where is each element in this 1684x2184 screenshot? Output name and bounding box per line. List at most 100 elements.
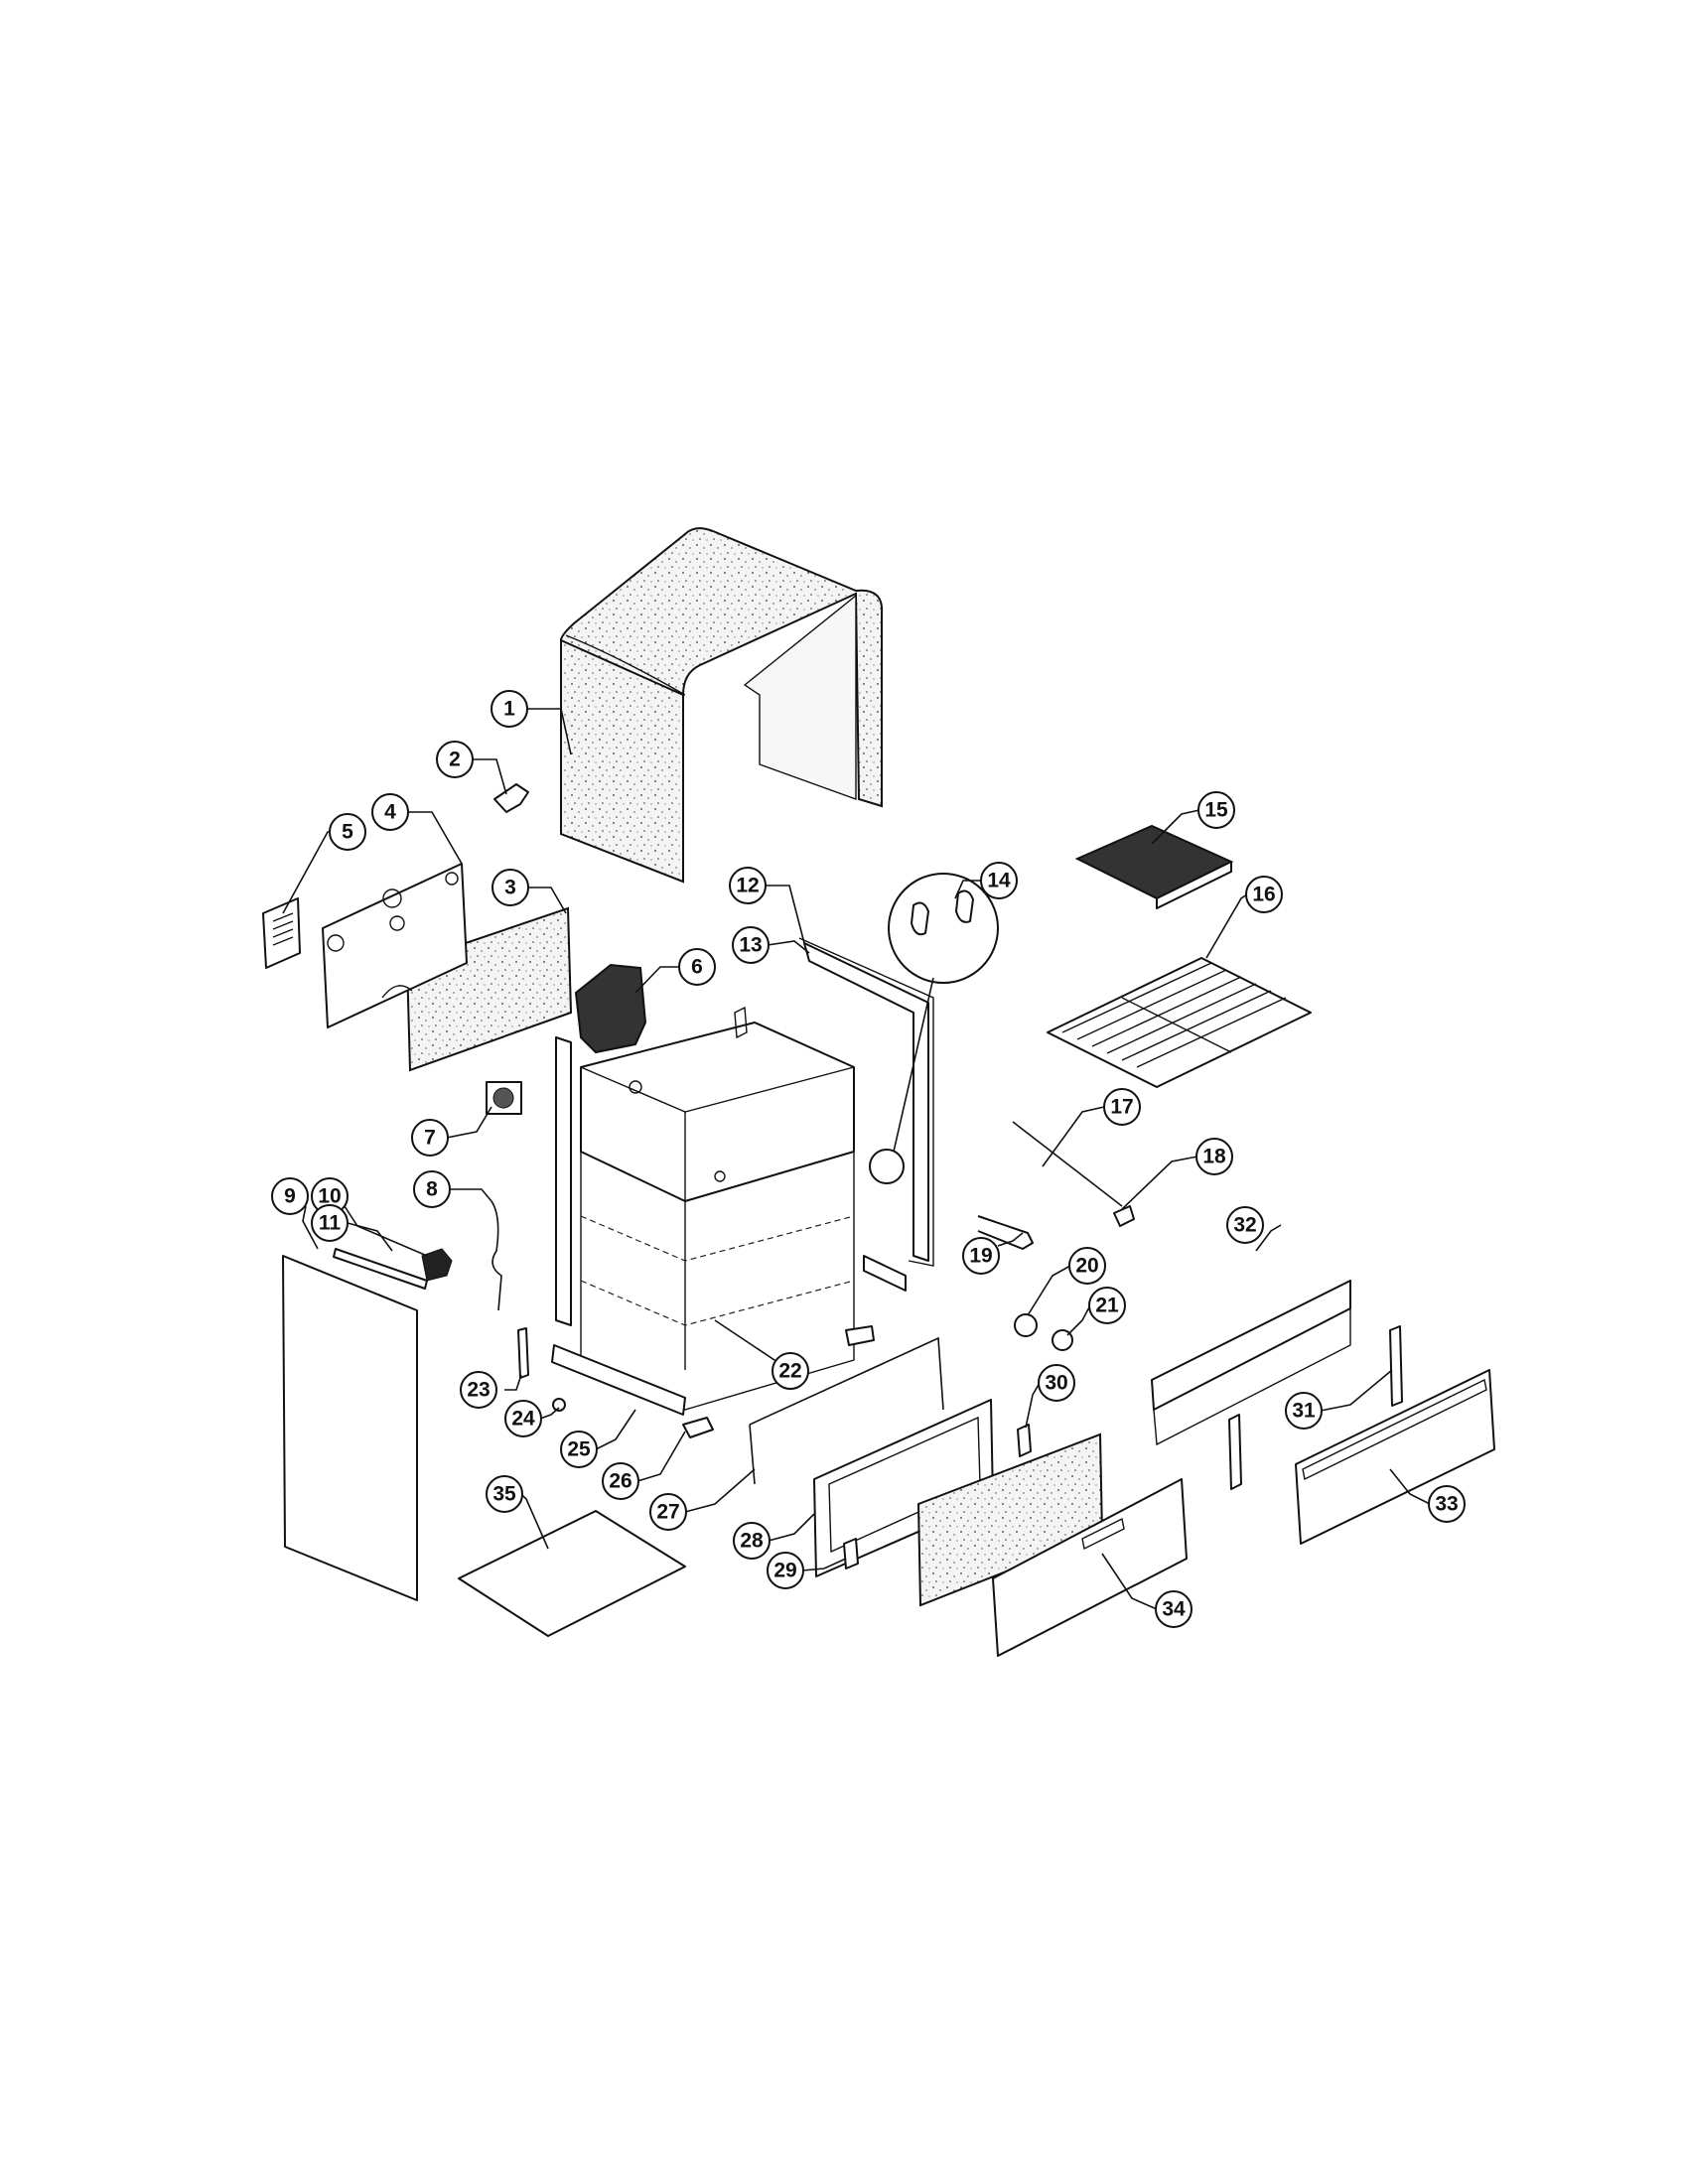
callout-18: 18	[1195, 1138, 1233, 1175]
part-7-fan	[486, 1081, 522, 1115]
svg-text:19: 19	[969, 1245, 992, 1268]
svg-text:2: 2	[449, 749, 461, 771]
svg-text:29: 29	[773, 1560, 796, 1582]
callout-3: 3	[491, 869, 529, 906]
oven-cavity-frame	[555, 1006, 855, 1411]
part-24-screw	[552, 1398, 566, 1412]
svg-text:35: 35	[492, 1483, 516, 1506]
part-13-gasket	[798, 937, 934, 1267]
callout-28: 28	[733, 1522, 771, 1560]
callout-11: 11	[311, 1204, 349, 1242]
part-26-foot	[845, 1325, 875, 1346]
callout-25: 25	[560, 1431, 598, 1468]
part-20-lamp-socket	[1014, 1313, 1038, 1337]
part-29-clip	[843, 1538, 859, 1570]
leader-lines	[282, 708, 1431, 1610]
part-6-fan-shroud	[574, 963, 647, 1054]
part-1-cabinet-wrapper	[560, 527, 884, 884]
callout-20: 20	[1068, 1247, 1106, 1285]
svg-text:13: 13	[739, 934, 762, 957]
part-9-side-panel	[282, 1255, 418, 1601]
part-25-rail	[551, 1344, 686, 1416]
svg-text:22: 22	[778, 1360, 801, 1383]
part-33-drawer-front	[1295, 1369, 1495, 1545]
part-16-oven-rack	[1047, 957, 1312, 1088]
svg-text:3: 3	[504, 877, 516, 899]
callout-21: 21	[1088, 1287, 1126, 1324]
part-8-wire-harness	[491, 1200, 502, 1311]
part-18-clip	[1113, 1205, 1135, 1227]
part-4-back-panel	[322, 863, 468, 1028]
svg-text:5: 5	[342, 821, 353, 844]
callout-12: 12	[729, 867, 767, 904]
svg-text:26: 26	[609, 1470, 632, 1493]
svg-text:32: 32	[1233, 1214, 1256, 1237]
svg-text:21: 21	[1095, 1295, 1119, 1317]
callout-35: 35	[486, 1475, 523, 1513]
svg-text:27: 27	[656, 1501, 679, 1524]
part-34-drawer-front	[992, 1478, 1188, 1657]
callout-17: 17	[1103, 1088, 1141, 1126]
svg-text:6: 6	[691, 956, 703, 979]
callout-10: 10	[311, 1177, 349, 1215]
part-14-detail-clips	[869, 873, 999, 1184]
svg-text:8: 8	[426, 1178, 438, 1201]
callout-13: 13	[732, 926, 770, 964]
callout-14: 14	[980, 862, 1018, 899]
callout-31: 31	[1285, 1392, 1323, 1430]
callout-33: 33	[1428, 1485, 1466, 1523]
part-17-bake-element	[1012, 1121, 1123, 1207]
callouts: 1 2 3 4 5 6 7 8 9 10 11 12 13 14 15 16 1…	[271, 690, 1466, 1628]
callout-26: 26	[602, 1462, 639, 1500]
svg-text:15: 15	[1204, 799, 1228, 822]
part-35-floor-panel	[458, 1510, 686, 1637]
part-27-seal	[749, 1336, 944, 1485]
part-2-bracket	[493, 783, 529, 813]
svg-text:31: 31	[1292, 1400, 1316, 1423]
callout-23: 23	[460, 1371, 497, 1409]
svg-text:11: 11	[319, 1212, 342, 1235]
svg-text:4: 4	[384, 801, 396, 824]
part-23-hinge	[517, 1327, 529, 1379]
part-10-switch	[421, 1248, 453, 1282]
svg-text:7: 7	[424, 1127, 436, 1150]
callout-29: 29	[767, 1552, 804, 1589]
svg-text:18: 18	[1202, 1146, 1226, 1168]
svg-text:1: 1	[503, 698, 515, 721]
callout-16: 16	[1245, 876, 1283, 913]
callout-32: 32	[1226, 1206, 1264, 1244]
callout-34: 34	[1155, 1590, 1193, 1628]
callout-2: 2	[436, 741, 474, 778]
part-11-strip	[333, 1248, 428, 1290]
svg-text:33: 33	[1435, 1493, 1458, 1516]
svg-text:23: 23	[467, 1379, 490, 1402]
callout-24: 24	[504, 1400, 542, 1437]
callout-27: 27	[649, 1493, 687, 1531]
svg-text:25: 25	[567, 1438, 591, 1461]
svg-text:28: 28	[740, 1530, 764, 1553]
svg-text:12: 12	[736, 875, 759, 897]
callout-1: 1	[491, 690, 528, 728]
callout-4: 4	[371, 793, 409, 831]
callout-30: 30	[1038, 1364, 1075, 1402]
svg-text:20: 20	[1075, 1255, 1098, 1278]
svg-text:24: 24	[511, 1408, 535, 1431]
svg-text:10: 10	[318, 1185, 341, 1208]
part-26-foot-lower	[682, 1417, 714, 1438]
callout-7: 7	[411, 1119, 449, 1157]
part-31-bracket	[1389, 1325, 1403, 1407]
callout-22: 22	[772, 1352, 809, 1390]
callout-5: 5	[329, 813, 366, 851]
parts-artwork	[262, 527, 1495, 1657]
svg-text:16: 16	[1252, 884, 1275, 906]
part-30-clip	[1017, 1424, 1032, 1457]
callout-6: 6	[678, 948, 716, 986]
svg-text:17: 17	[1110, 1096, 1133, 1119]
part-22-bracket	[863, 1255, 907, 1292]
callout-8: 8	[413, 1170, 451, 1208]
svg-text:34: 34	[1162, 1598, 1186, 1621]
part-15-broil-pan	[1074, 824, 1234, 909]
part-31-bracket-b	[1228, 1414, 1242, 1490]
svg-text:14: 14	[987, 870, 1011, 892]
